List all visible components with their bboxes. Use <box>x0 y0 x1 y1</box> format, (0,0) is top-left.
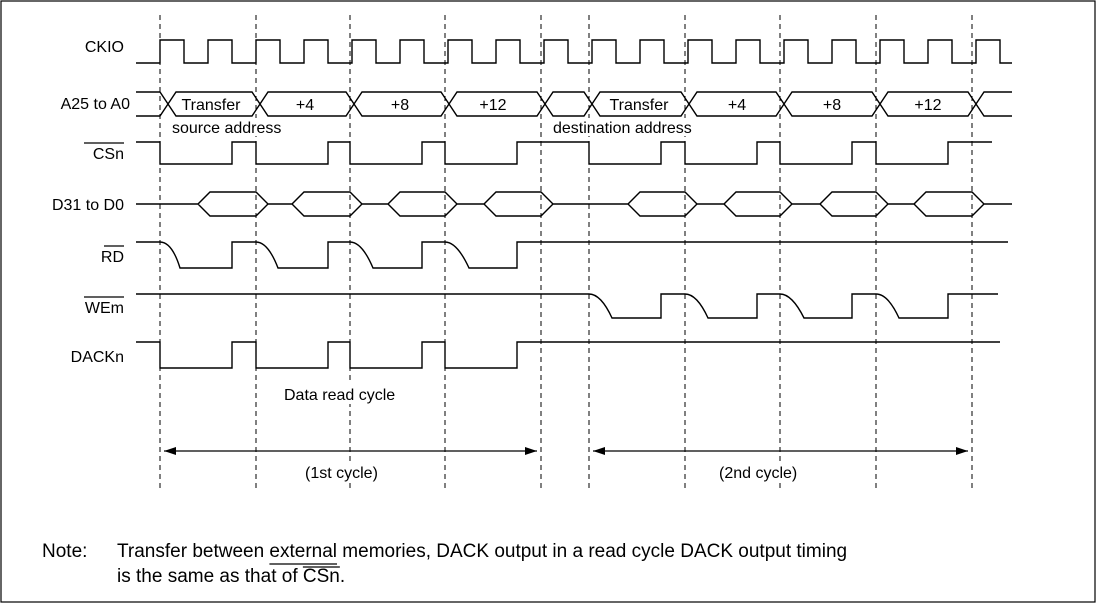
note-line-1: Transfer between external memories, DACK… <box>117 541 847 562</box>
wem-waveform <box>136 293 998 319</box>
signal-label-ckio: CKIO <box>85 39 124 56</box>
signal-label-wem: WEm <box>85 300 124 317</box>
annotation-mask <box>551 118 729 136</box>
rd-waveform <box>136 241 1008 269</box>
annotation-mask <box>170 118 280 136</box>
note-line-2-end: . <box>340 566 345 587</box>
signal-label-dackn: DACKn <box>71 349 124 366</box>
address-label-mask <box>600 95 676 113</box>
signal-label-rd: RD <box>101 249 124 266</box>
annotation-mask <box>282 384 418 404</box>
signal-label-data: D31 to D0 <box>52 197 124 214</box>
data-bus-waveform <box>136 191 1012 217</box>
address-segment-src-transfer: Transfer <box>182 97 242 114</box>
address-segment-dst-transfer: Transfer <box>610 97 670 114</box>
address-segment-src-plus4: +4 <box>296 97 314 114</box>
note-line-2: is the same as that of CSn. <box>117 566 345 587</box>
destination-address-label: destination address <box>553 120 692 137</box>
source-address-label: source address <box>172 120 281 137</box>
second-cycle-label: (2nd cycle) <box>719 465 797 482</box>
note-prefix: Note: <box>42 541 87 562</box>
annotation-mask <box>302 462 396 482</box>
note-line-2-start: is the same as that of <box>117 566 303 587</box>
ckio-waveform <box>136 39 1012 64</box>
address-segment-src-plus12: +12 <box>479 97 506 114</box>
address-segment-dst-plus4: +4 <box>728 97 746 114</box>
figure-note: Note: Transfer between external memories… <box>42 541 847 587</box>
address-segment-dst-plus12: +12 <box>914 97 941 114</box>
note-line-2-signal: CSn <box>303 566 340 587</box>
guide-lines <box>159 15 973 488</box>
second-cycle-arrow <box>593 447 968 455</box>
dackn-waveform <box>136 341 1000 369</box>
address-segment-src-plus8: +8 <box>391 97 409 114</box>
annotation-mask <box>716 462 816 482</box>
address-label-mask <box>175 95 247 113</box>
signal-label-csn: CSn <box>93 146 124 163</box>
address-segment-dst-plus8: +8 <box>823 97 841 114</box>
csn-waveform <box>136 141 992 165</box>
data-read-cycle-label: Data read cycle <box>284 387 395 404</box>
first-cycle-label: (1st cycle) <box>305 465 378 482</box>
signal-label-address: A25 to A0 <box>61 96 130 113</box>
first-cycle-arrow <box>164 447 537 455</box>
address-bus-waveform <box>136 91 1012 117</box>
